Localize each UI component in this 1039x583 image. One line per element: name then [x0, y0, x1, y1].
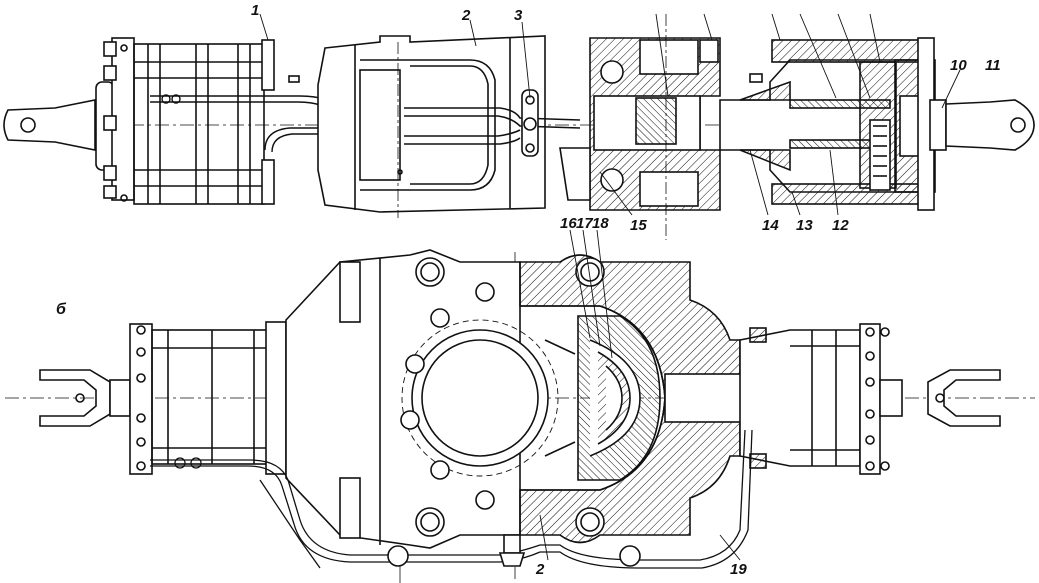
callout-10: 10	[950, 57, 967, 74]
pipe-clamp	[521, 89, 539, 157]
callout-16: 16	[560, 215, 577, 232]
right-cage-b	[739, 323, 890, 475]
leader-lines	[259, 13, 961, 561]
right-yoke	[879, 369, 1001, 427]
left-rod-cage	[133, 39, 300, 205]
view-b-letter: б	[56, 301, 67, 318]
callout-3: 3	[514, 7, 523, 24]
bottom-fittings	[387, 534, 641, 567]
callout-1: 1	[251, 2, 259, 19]
main-housing	[317, 35, 581, 218]
left-flange	[103, 37, 135, 202]
callout-13: 13	[796, 217, 813, 234]
lower-pipes	[150, 429, 753, 569]
main-housing-b	[285, 249, 559, 549]
view-a-assembly	[3, 14, 1035, 240]
callout-2: 2	[461, 7, 471, 24]
right-eye-end	[929, 99, 1035, 151]
callout-19: 19	[730, 561, 747, 578]
callout-17: 17	[576, 215, 593, 232]
callout-18: 18	[592, 215, 609, 232]
left-yoke	[39, 369, 131, 427]
left-cage-b	[129, 321, 304, 475]
sectioned-head	[559, 14, 721, 240]
callout-11: 11	[985, 57, 1001, 74]
sectioned-head-b	[519, 254, 751, 544]
callout-12: 12	[832, 217, 849, 234]
callout-2b: 2	[535, 561, 545, 578]
left-eye-end	[3, 81, 115, 171]
right-cylinder	[719, 37, 936, 211]
callout-14: 14	[762, 217, 779, 234]
callout-labels: 1 2 3 10 11 12 13 14 15 16 17 18 2 19 б	[56, 2, 1001, 578]
view-b-assembly	[5, 249, 1035, 583]
callout-15: 15	[630, 217, 647, 234]
